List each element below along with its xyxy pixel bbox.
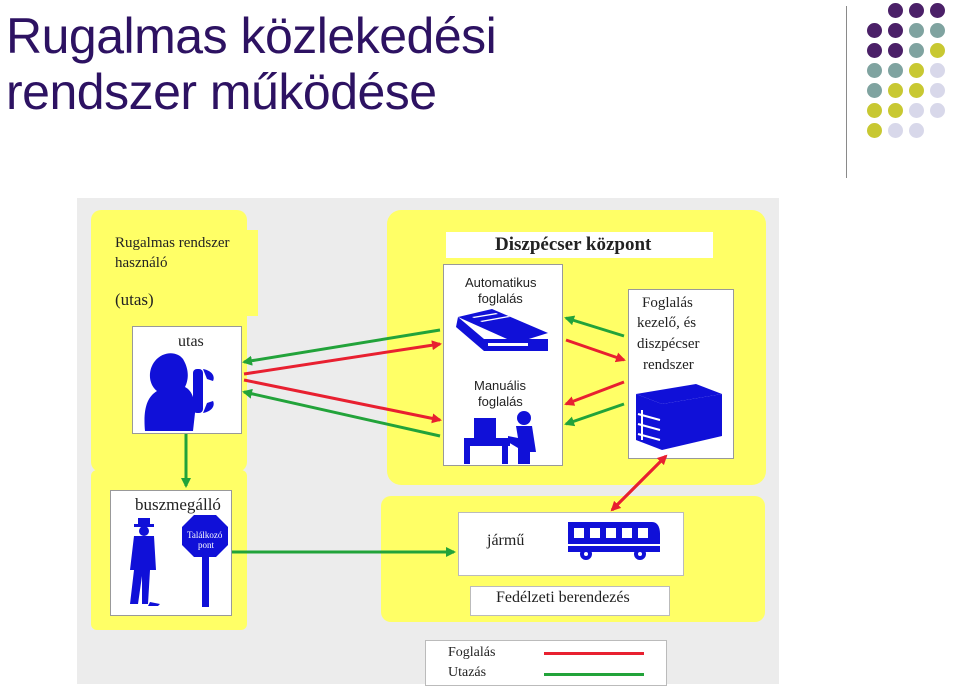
arrow-auto-to-system-red	[565, 338, 626, 363]
decorative-dot	[909, 123, 924, 138]
title-line-2: rendszer működése	[6, 64, 437, 120]
user-title-line-3: (utas)	[115, 290, 154, 309]
decorative-dot	[909, 83, 924, 98]
decorative-dot	[930, 23, 945, 38]
arrow-dispatch-to-user-green-2	[242, 388, 441, 438]
waiting-person-icon	[130, 518, 160, 606]
sign-line-1: Találkozó	[187, 530, 223, 540]
passenger-label: utas	[178, 333, 204, 350]
operator-at-computer-icon	[464, 411, 536, 464]
computer-server-icon	[456, 309, 548, 351]
decorative-dot	[909, 43, 924, 58]
decorative-dot	[888, 23, 903, 38]
arrow-vehicle-to-system-red	[610, 454, 668, 512]
system-line-3: diszpécser	[637, 336, 700, 352]
decorative-dot	[909, 3, 924, 18]
user-title-line-1: Rugalmas rendszer	[115, 235, 230, 251]
arrow-user-to-manual-red	[243, 378, 442, 424]
decorative-dot	[867, 123, 882, 138]
onboard-device-label: Fedélzeti berendezés	[496, 589, 630, 606]
decorative-dot	[930, 63, 945, 78]
booking-methods-box	[443, 264, 563, 466]
decorative-dot	[909, 103, 924, 118]
dispatch-heading: Diszpécser központ	[495, 234, 652, 255]
title-line-1: Rugalmas közlekedési	[6, 8, 497, 64]
decorative-dot	[909, 23, 924, 38]
legend-box	[425, 640, 667, 686]
decorative-dot	[867, 63, 882, 78]
decorative-dot	[867, 43, 882, 58]
decorative-divider	[846, 6, 847, 178]
meeting-point-sign-icon	[182, 515, 228, 607]
server-cabinet-icon	[636, 384, 722, 450]
manual-booking-line-1: Manuális	[474, 378, 527, 393]
dispatch-heading-box	[446, 232, 713, 258]
slide-title: Rugalmas közlekedési rendszer működése	[6, 8, 646, 120]
decorative-dot	[888, 123, 903, 138]
sign-line-2: pont	[198, 540, 215, 550]
system-line-4: rendszer	[643, 357, 694, 373]
legend-booking-label: Foglalás	[448, 645, 496, 660]
vehicle-label: jármű	[487, 532, 525, 549]
arrow-dispatch-to-user-green	[242, 328, 441, 366]
user-title-line-2: használó	[115, 255, 168, 271]
decorative-dot	[867, 103, 882, 118]
auto-booking-line-1: Automatikus	[465, 275, 537, 290]
decorative-dot	[888, 83, 903, 98]
decorative-dot	[909, 63, 924, 78]
bus-stop-label: buszmegálló	[135, 495, 221, 514]
decorative-dot	[888, 63, 903, 78]
legend-booking-line	[544, 652, 644, 655]
decorative-dot	[930, 103, 945, 118]
manual-booking-line-2: foglalás	[478, 394, 523, 409]
decorative-dot	[867, 83, 882, 98]
onboard-device-box	[470, 586, 670, 616]
arrow-user-to-auto-red	[243, 340, 442, 376]
system-line-2: kezelő, és	[637, 315, 697, 331]
user-title-box	[108, 230, 258, 316]
legend-travel-line	[544, 673, 644, 676]
decorative-dot	[867, 23, 882, 38]
decorative-dot	[930, 3, 945, 18]
person-on-phone-icon	[144, 353, 214, 431]
system-line-1: Foglalás	[642, 295, 693, 311]
bus-icon	[568, 522, 660, 560]
decorative-dot	[930, 43, 945, 58]
decorative-dot	[888, 43, 903, 58]
auto-booking-line-2: foglalás	[478, 291, 523, 306]
legend-travel-label: Utazás	[448, 665, 487, 680]
arrow-system-to-manual-red	[564, 380, 625, 406]
arrow-system-to-manual-green	[564, 402, 625, 427]
decorative-dot	[888, 103, 903, 118]
arrow-system-to-auto-green	[564, 315, 625, 338]
decorative-dot	[930, 83, 945, 98]
decorative-dot	[888, 3, 903, 18]
